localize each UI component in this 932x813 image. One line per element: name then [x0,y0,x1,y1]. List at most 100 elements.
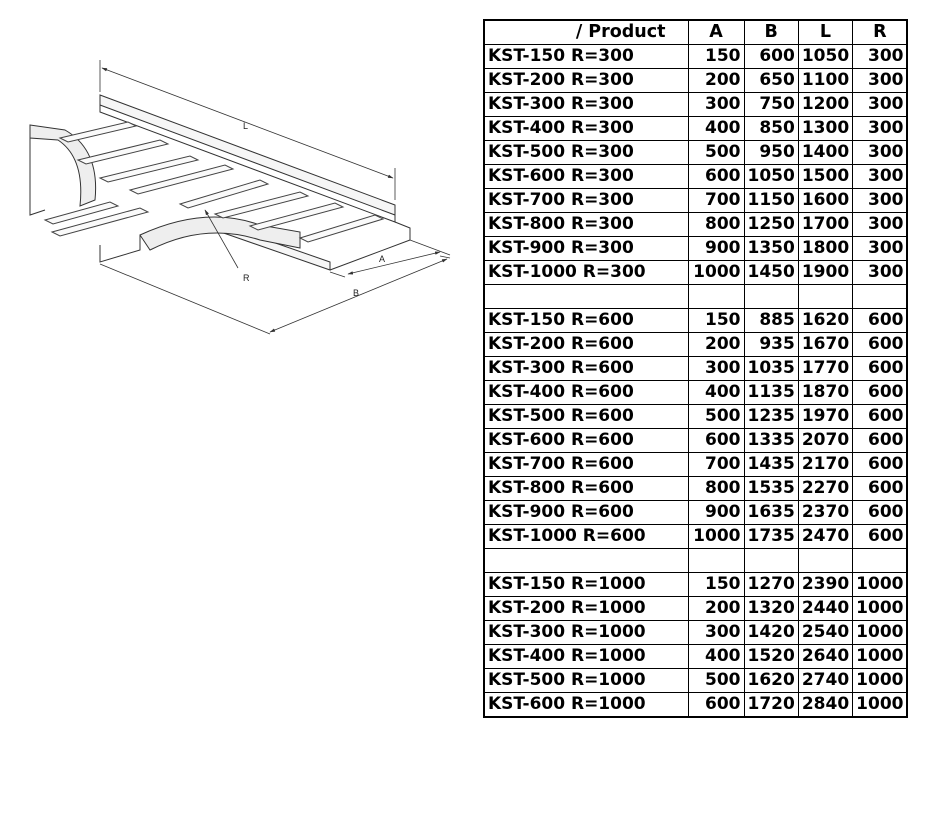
cell-b: 1435 [743,452,799,477]
cell-l: 2070 [797,428,854,453]
cell-b: 750 [743,92,799,117]
cell-a: 400 [687,380,745,405]
cell-b: 1150 [743,188,799,213]
cell-b: 1450 [743,260,799,285]
cell-r: 1000 [852,668,908,693]
cell-product: KST-150 R=300 [483,44,689,69]
cell-product: KST-400 R=1000 [483,644,689,669]
cell-b: 1620 [743,668,799,693]
cell-l: 1050 [797,44,854,69]
cell-a: 150 [687,572,745,597]
cell-a: 300 [687,620,745,645]
cell-a: 600 [687,428,745,453]
cell-r: 1000 [852,596,908,621]
cell-l: 1900 [797,260,854,285]
back-rail [99,94,396,216]
header-r: R [852,19,908,45]
branch-rail-left [29,124,97,207]
cell-product: KST-400 R=600 [483,380,689,405]
cell-b: 1535 [743,476,799,501]
cell-a: 300 [687,356,745,381]
cell-l: 1970 [797,404,854,429]
cell-product: KST-700 R=300 [483,188,689,213]
cell-l: 2440 [797,596,854,621]
cell-b: 1270 [743,572,799,597]
cell-l [797,548,854,573]
cell-l: 2170 [797,452,854,477]
cell-r: 1000 [852,644,908,669]
cell-r: 600 [852,428,908,453]
cell-b: 1135 [743,380,799,405]
cell-l: 1700 [797,212,854,237]
cell-a [687,284,745,309]
cell-a: 800 [687,476,745,501]
cell-b [743,548,799,573]
cell-b: 1720 [743,692,799,718]
cell-b: 600 [743,44,799,69]
cell-a: 800 [687,212,745,237]
cell-a: 500 [687,404,745,429]
cell-l: 1870 [797,380,854,405]
cell-b: 1420 [743,620,799,645]
header-l: L [797,19,854,45]
cell-product: KST-1000 R=600 [483,524,689,549]
cell-b: 1320 [743,596,799,621]
cell-a: 200 [687,596,745,621]
cell-l: 1620 [797,308,854,333]
cell-r: 600 [852,404,908,429]
dim-label-l: L [243,121,248,131]
cell-r: 600 [852,308,908,333]
cell-a: 500 [687,668,745,693]
cell-product [483,284,689,309]
cell-r: 600 [852,332,908,357]
header-a: A [687,19,745,45]
cell-product: KST-800 R=300 [483,212,689,237]
cell-product: KST-200 R=1000 [483,596,689,621]
table-row-blank [483,548,908,573]
dim-label-b: B [353,288,359,298]
cell-r: 600 [852,524,908,549]
cell-product: KST-150 R=600 [483,308,689,333]
cell-product: KST-700 R=600 [483,452,689,477]
cell-product: KST-400 R=300 [483,116,689,141]
cell-b: 950 [743,140,799,165]
cell-r: 1000 [852,692,908,718]
table-row-blank [483,284,908,309]
cell-product: KST-300 R=600 [483,356,689,381]
cell-l: 1300 [797,116,854,141]
cell-b: 1735 [743,524,799,549]
cell-l: 2470 [797,524,854,549]
cell-b: 650 [743,68,799,93]
cell-a: 1000 [687,260,745,285]
cell-b: 935 [743,332,799,357]
cell-r: 300 [852,140,908,165]
cell-l: 2370 [797,500,854,525]
cell-b: 1050 [743,164,799,189]
cell-l: 1400 [797,140,854,165]
cell-b: 1350 [743,236,799,261]
dimension-lines [99,60,451,335]
cell-r: 1000 [852,572,908,597]
cell-l: 2640 [797,644,854,669]
cell-a: 900 [687,500,745,525]
cell-l: 1100 [797,68,854,93]
cell-a: 300 [687,92,745,117]
cell-b: 1520 [743,644,799,669]
cell-product: KST-900 R=600 [483,500,689,525]
cell-a: 500 [687,140,745,165]
cell-a: 400 [687,116,745,141]
cell-product: KST-600 R=600 [483,428,689,453]
